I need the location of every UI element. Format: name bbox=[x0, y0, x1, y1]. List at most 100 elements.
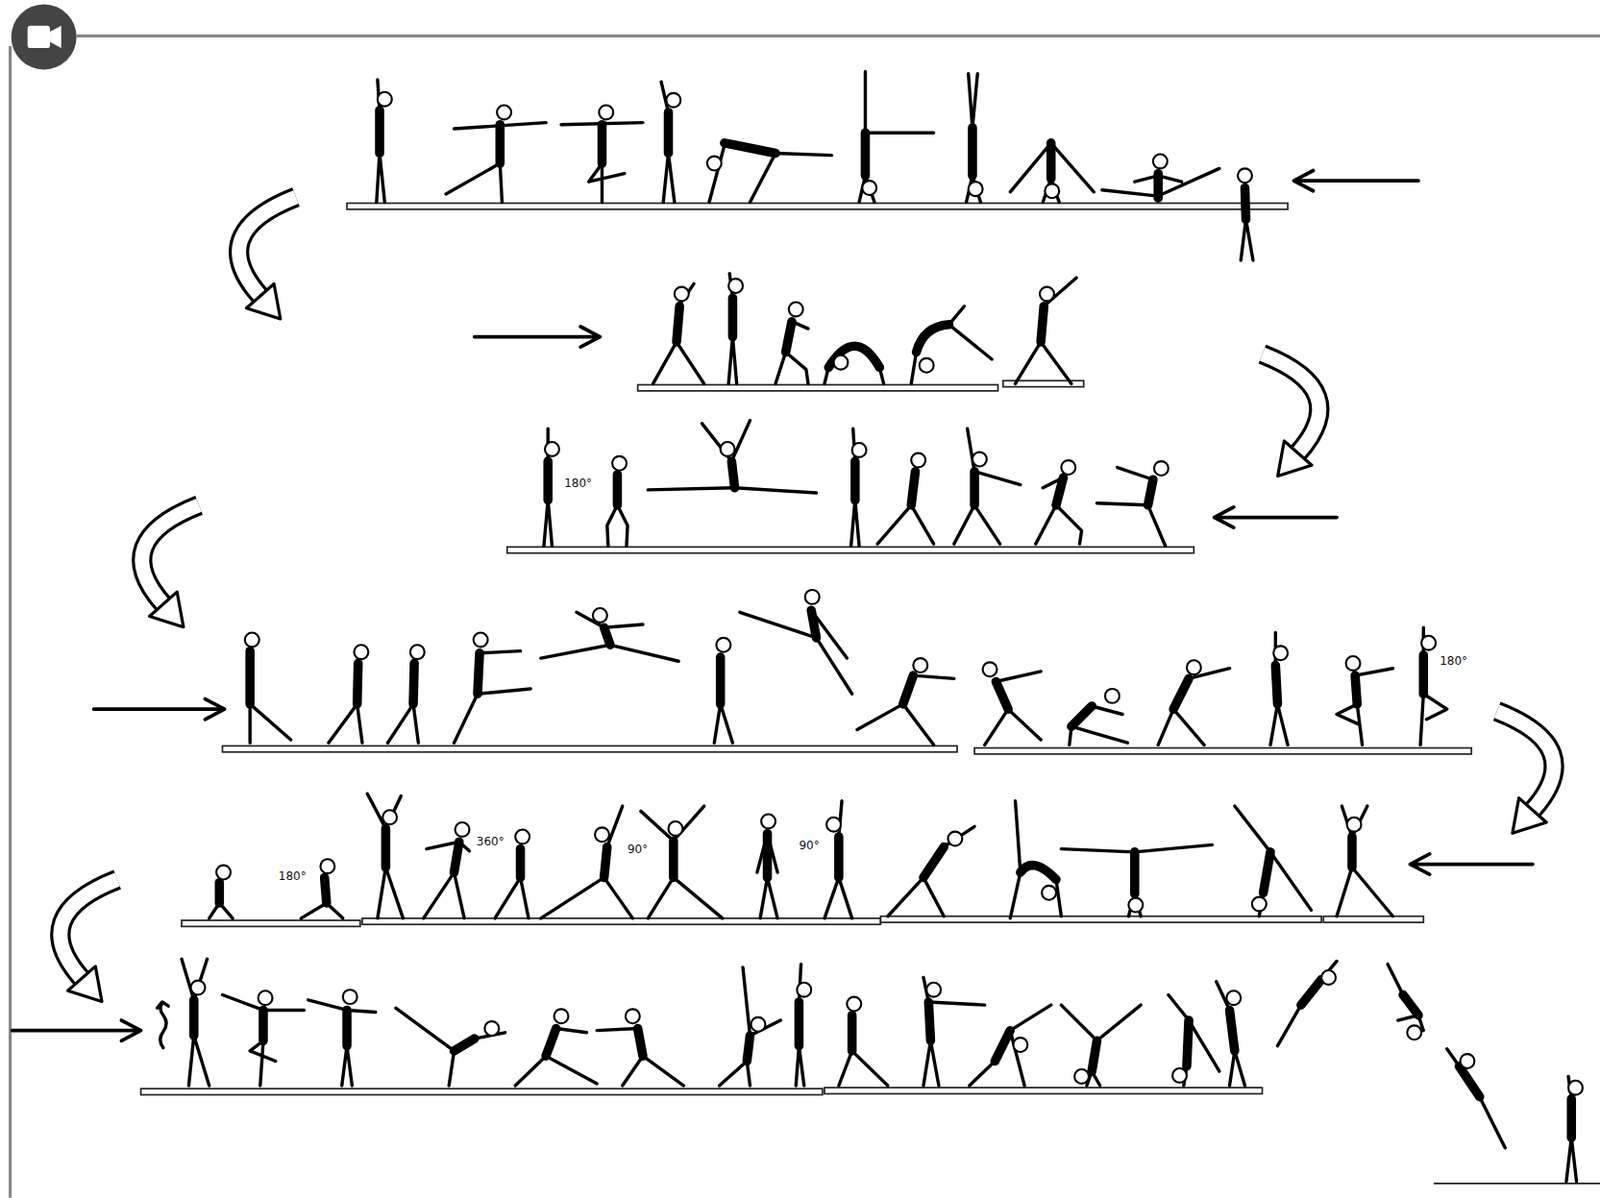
figure-line bbox=[1015, 277, 1078, 384]
figure-line bbox=[1262, 354, 1320, 477]
beam-segment bbox=[27, 25, 50, 49]
figure-head bbox=[382, 810, 397, 825]
figure-head bbox=[1154, 461, 1169, 476]
figure-head bbox=[245, 633, 260, 648]
figure-line bbox=[542, 461, 553, 500]
figure-line bbox=[715, 657, 726, 705]
figure-line bbox=[1275, 665, 1278, 705]
figure-line bbox=[1186, 1020, 1189, 1067]
angle-label: 90° bbox=[626, 842, 649, 857]
figure-head bbox=[668, 821, 684, 837]
figure-line bbox=[910, 471, 915, 506]
figure-line bbox=[824, 367, 885, 384]
figure-line bbox=[454, 841, 460, 873]
figure-line bbox=[1263, 852, 1271, 893]
figure-line bbox=[1097, 467, 1166, 547]
figure-line bbox=[142, 505, 199, 628]
beam-segment bbox=[824, 1087, 1263, 1094]
figure-head bbox=[1460, 1054, 1476, 1069]
figure-line bbox=[967, 127, 978, 176]
figure-head bbox=[410, 644, 425, 660]
angle-label: 180° bbox=[1438, 654, 1469, 668]
figure-line bbox=[984, 671, 1041, 745]
figure-line bbox=[1035, 477, 1083, 544]
figure-line bbox=[1130, 852, 1140, 895]
figure-line bbox=[324, 877, 327, 904]
figure-line bbox=[847, 1015, 858, 1052]
figure-line bbox=[413, 663, 415, 704]
figure-line bbox=[1230, 1009, 1235, 1051]
figure-head bbox=[861, 180, 877, 196]
figure-line bbox=[928, 1002, 931, 1041]
figure-line bbox=[60, 880, 118, 1003]
figure-line bbox=[596, 1029, 684, 1086]
frame bbox=[10, 3, 1600, 1198]
figure-line bbox=[308, 1000, 376, 1086]
figure-head bbox=[972, 452, 987, 468]
figure-line bbox=[1009, 143, 1094, 203]
figure-line bbox=[477, 653, 480, 694]
figure-line bbox=[388, 704, 419, 743]
figure-head bbox=[674, 287, 690, 302]
figure-line bbox=[342, 1009, 352, 1046]
figure-line bbox=[357, 663, 359, 704]
figure-line bbox=[713, 704, 733, 743]
figure-line bbox=[1056, 477, 1063, 506]
figure-head bbox=[788, 301, 804, 317]
figure-head bbox=[1252, 897, 1267, 912]
direction-arrow bbox=[12, 171, 1533, 1042]
figure-head bbox=[1074, 1069, 1089, 1084]
figure-head bbox=[484, 1021, 499, 1036]
figure-line bbox=[1277, 960, 1337, 1046]
figure-head bbox=[496, 105, 512, 121]
figure-line bbox=[541, 806, 634, 919]
beam-segment bbox=[346, 202, 1288, 209]
figure-line bbox=[613, 474, 623, 506]
figure-head bbox=[926, 983, 941, 998]
figure-head bbox=[473, 633, 489, 648]
figure-line bbox=[445, 123, 546, 203]
figure-head bbox=[1153, 154, 1168, 170]
figure-line bbox=[1420, 627, 1448, 745]
beam-segment bbox=[141, 1088, 823, 1095]
figure-line bbox=[181, 959, 210, 1086]
beam-segment bbox=[362, 918, 881, 925]
figure-line bbox=[604, 627, 611, 645]
beam-segment bbox=[221, 745, 958, 752]
balance-beam bbox=[141, 202, 1600, 1183]
figure-head bbox=[343, 989, 358, 1005]
figure-line bbox=[994, 1031, 1010, 1062]
figure-head bbox=[826, 817, 841, 833]
figure-line bbox=[739, 610, 853, 694]
figure-line bbox=[1009, 801, 1061, 919]
figure-line bbox=[423, 841, 470, 919]
figure-head bbox=[1321, 970, 1336, 985]
gymnast-figure bbox=[157, 72, 1583, 1182]
figure-line bbox=[157, 1002, 170, 1049]
beam-segment bbox=[507, 546, 1195, 553]
figure-head bbox=[1346, 656, 1361, 671]
figure-head bbox=[665, 93, 681, 108]
figure-line bbox=[395, 1008, 506, 1086]
figure-line bbox=[887, 826, 975, 916]
figure-line bbox=[640, 806, 723, 919]
figure-head bbox=[1172, 1068, 1187, 1084]
figure-head bbox=[1421, 636, 1436, 651]
figure-line bbox=[664, 112, 674, 153]
figure-head bbox=[983, 662, 998, 677]
figure-line bbox=[1148, 479, 1154, 506]
figure-line bbox=[545, 1029, 557, 1058]
figure-line bbox=[454, 1038, 475, 1052]
beam-segment bbox=[880, 916, 1322, 923]
figure-line bbox=[763, 834, 773, 879]
figure-head bbox=[1105, 689, 1120, 704]
figure-head bbox=[968, 181, 984, 197]
figure-line bbox=[1071, 706, 1092, 727]
figure-line bbox=[903, 675, 914, 705]
beam-segment bbox=[638, 385, 999, 392]
figure-line bbox=[794, 1002, 805, 1047]
figure-line bbox=[1214, 507, 1337, 528]
figure-line bbox=[1020, 865, 1057, 881]
